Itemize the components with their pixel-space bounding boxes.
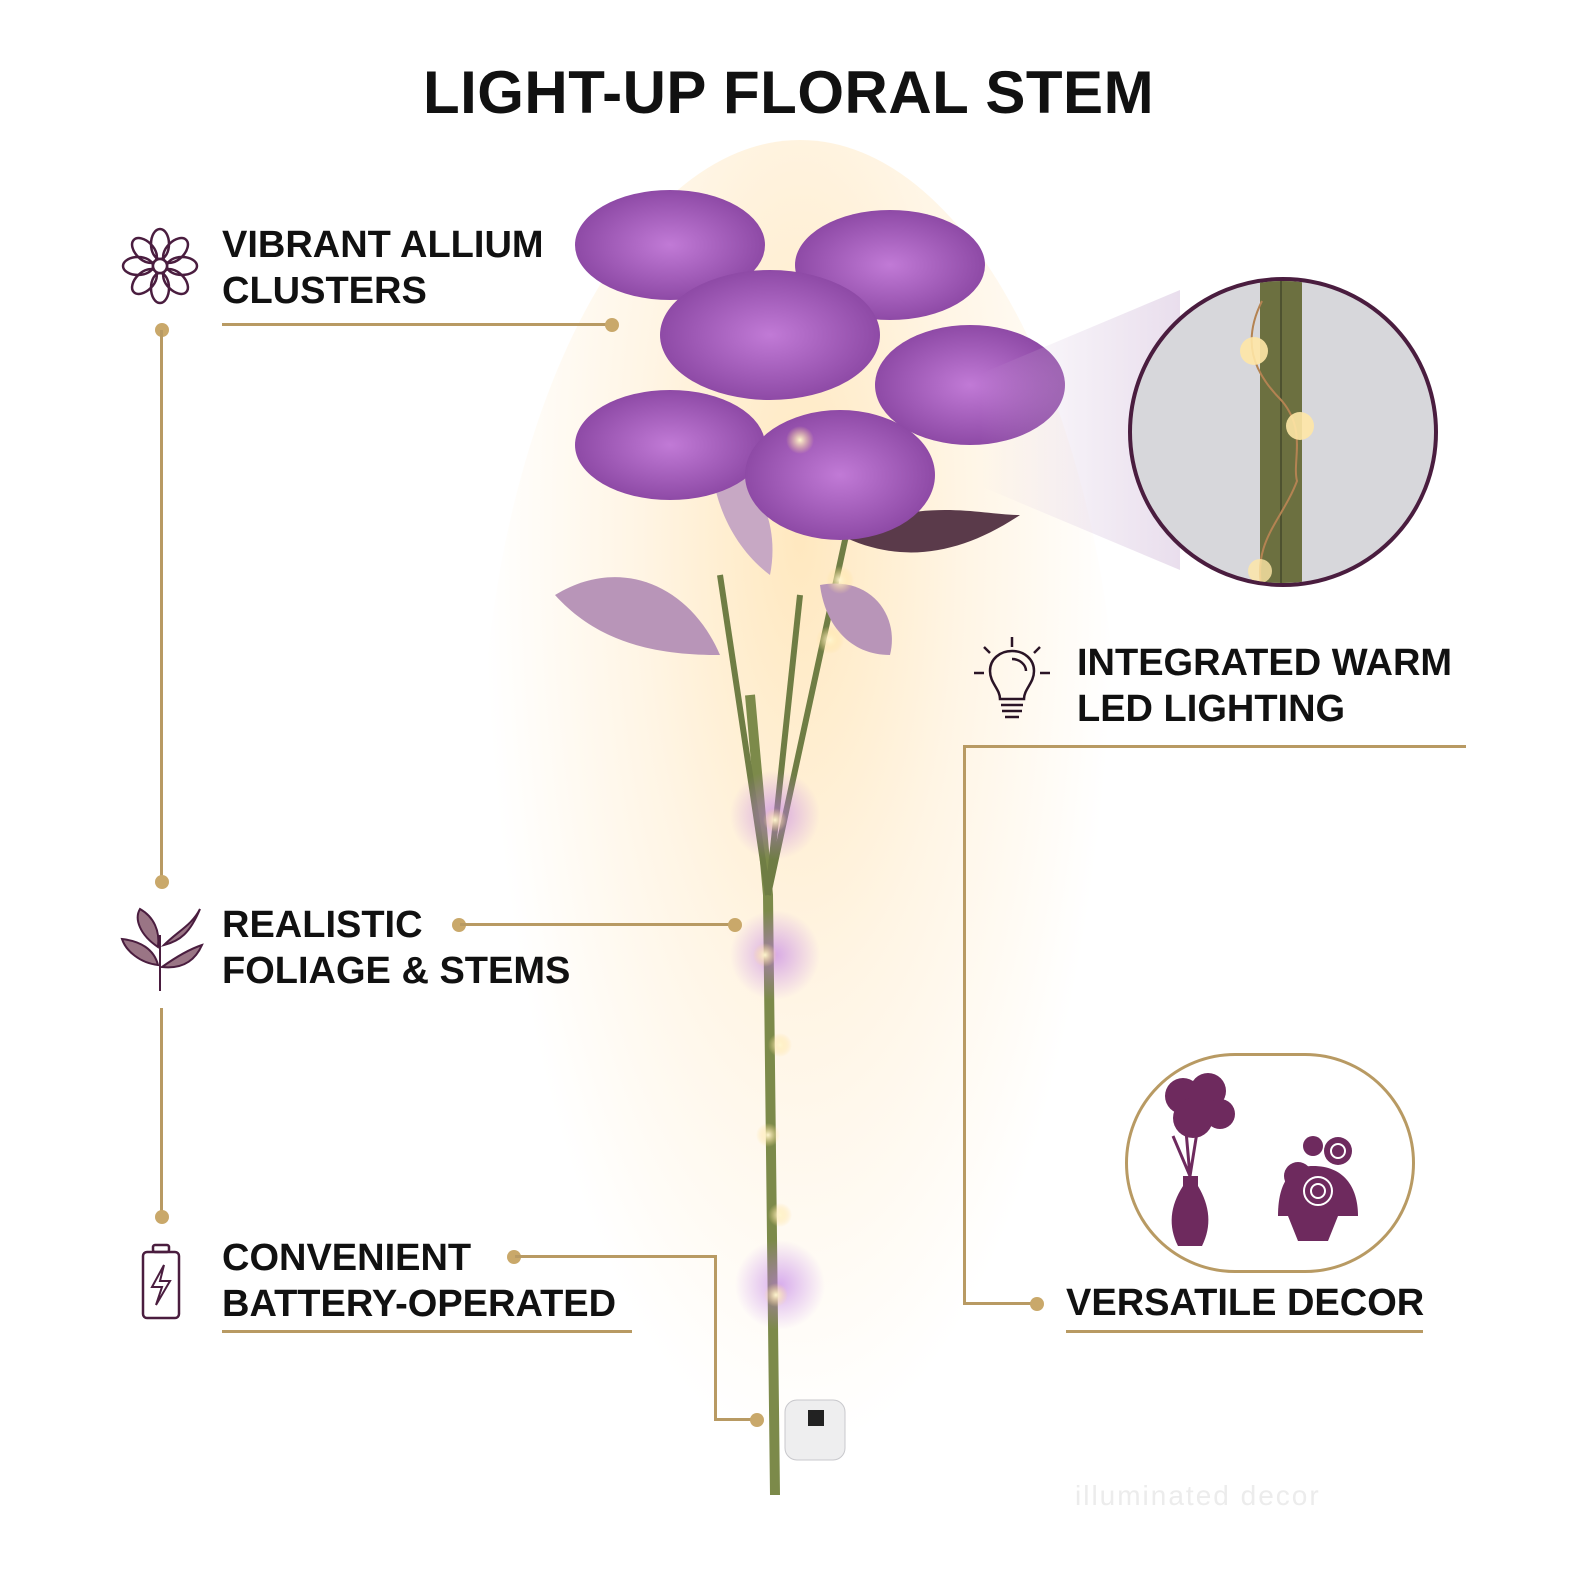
decor-icon-frame	[1125, 1053, 1415, 1273]
connector-line	[963, 1302, 1035, 1305]
connector-dot	[1030, 1297, 1044, 1311]
page-title: LIGHT-UP FLORAL STEM	[422, 59, 1155, 126]
connector-line	[714, 1255, 717, 1421]
connector-line	[714, 1418, 756, 1421]
underline	[222, 1330, 632, 1333]
lightbulb-icon	[974, 637, 1050, 719]
feature-decor-title: VERSATILE DECOR	[1066, 1282, 1425, 1324]
connector-line	[222, 323, 612, 326]
connector-line	[515, 1255, 715, 1258]
underline	[1066, 1330, 1423, 1333]
ghost-caption: illuminated decor	[1075, 1480, 1321, 1511]
connector-line	[460, 923, 735, 926]
leaf-sprig-icon	[120, 907, 204, 991]
connector-line	[963, 745, 1466, 748]
led-closeup-image	[1128, 277, 1438, 587]
feature-allium-title: VIBRANT ALLIUM CLUSTERS	[222, 224, 544, 312]
feature-led-title: INTEGRATED WARM LED LIGHTING	[1077, 642, 1453, 730]
connector-line	[160, 1008, 163, 1213]
battery-icon	[141, 1243, 181, 1320]
flower-icon	[121, 227, 199, 305]
connector-dot	[452, 918, 466, 932]
connector-dot	[750, 1413, 764, 1427]
feature-foliage-title: REALISTIC FOLIAGE & STEMS	[222, 904, 571, 992]
connector-line	[963, 745, 966, 1305]
connector-dot	[155, 875, 169, 889]
connector-dot	[728, 918, 742, 932]
connector-dot	[507, 1250, 521, 1264]
connector-dot	[605, 318, 619, 332]
connector-line	[160, 330, 163, 880]
feature-battery-title: CONVENIENT BATTERY-OPERATED	[222, 1237, 617, 1325]
floral-stem-product-image	[555, 190, 1065, 1496]
connector-dot	[155, 1210, 169, 1224]
vase-bouquet-icon	[1165, 1073, 1358, 1246]
